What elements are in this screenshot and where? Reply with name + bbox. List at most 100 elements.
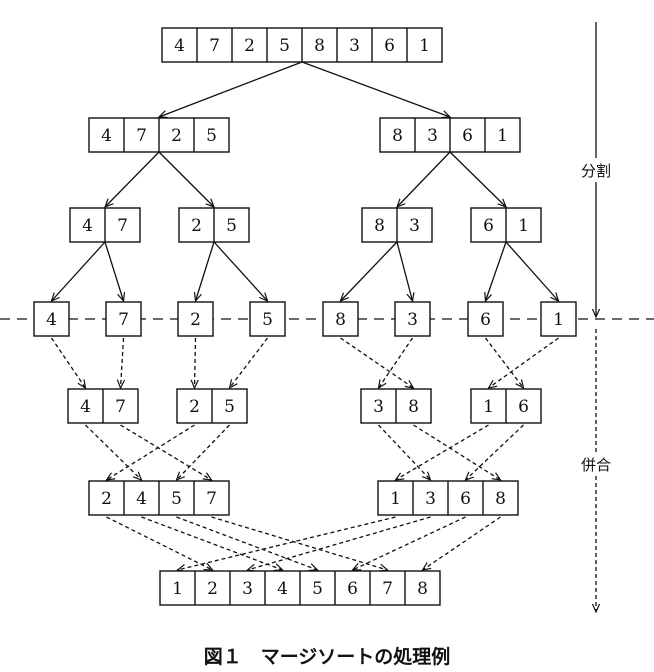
merge-arrow: [141, 516, 283, 570]
merge-arrow: [379, 337, 414, 388]
split-arrow: [159, 61, 303, 117]
array-group: 6: [467, 301, 504, 337]
array-value: 6: [518, 397, 529, 417]
merge-arrow: [489, 337, 559, 388]
array-value: 2: [171, 126, 182, 146]
array-value: 7: [117, 216, 128, 236]
merge-arrow: [177, 424, 230, 480]
split-arrow: [396, 241, 413, 301]
split-arrow: [486, 241, 507, 301]
array-value: 7: [115, 397, 126, 417]
array-value: 6: [460, 489, 471, 509]
array-value: 3: [349, 36, 360, 56]
merge-arrow: [423, 516, 501, 570]
figure-caption: 図１ マージソートの処理例: [204, 645, 451, 668]
array-value: 4: [80, 397, 91, 417]
split-arrow: [301, 61, 450, 117]
array-value: 8: [408, 397, 419, 417]
array-group: 7: [105, 301, 142, 337]
array-value: 5: [226, 216, 237, 236]
split-arrow: [52, 241, 106, 301]
array-value: 5: [171, 489, 182, 509]
merge-arrow: [353, 516, 466, 570]
merge-arrow: [248, 516, 431, 570]
array-value: 4: [82, 216, 93, 236]
array-value: 2: [101, 489, 112, 509]
array-value: 4: [136, 489, 147, 509]
array-value: 6: [483, 216, 494, 236]
array-value: 8: [417, 579, 428, 599]
array-group: 3: [394, 301, 431, 337]
merge-arrow: [120, 424, 212, 480]
array-value: 1: [419, 36, 430, 56]
array-value: 8: [392, 126, 403, 146]
array-value: 7: [209, 36, 220, 56]
array-value: 2: [191, 216, 202, 236]
array-value: 3: [409, 216, 420, 236]
array-group: 4 7 2 5: [88, 117, 230, 153]
array-value: 8: [335, 310, 346, 330]
array-box: [249, 301, 286, 337]
array-value: 7: [382, 579, 393, 599]
array-value: 8: [314, 36, 325, 56]
array-value: 6: [384, 36, 395, 56]
array-value: 3: [407, 310, 418, 330]
merge-label-bg: [574, 452, 618, 476]
array-value: 4: [174, 36, 185, 56]
array-value: 5: [279, 36, 290, 56]
split-arrow: [397, 151, 451, 207]
array-value: 7: [118, 310, 129, 330]
array-value: 2: [189, 397, 200, 417]
array-group: 1: [540, 301, 577, 337]
array-box: [394, 301, 431, 337]
split-arrow: [104, 241, 124, 301]
array-value: 5: [312, 579, 323, 599]
merge-arrow: [466, 424, 524, 480]
array-value: 7: [136, 126, 147, 146]
merge-phase-label: 併合: [581, 456, 611, 474]
split-arrow: [505, 241, 559, 301]
merge-arrow: [121, 337, 124, 388]
array-value: 4: [277, 579, 288, 599]
array-value: 3: [242, 579, 253, 599]
split-arrow: [158, 151, 214, 207]
array-value: 5: [224, 397, 235, 417]
array-value: 3: [427, 126, 438, 146]
array-group: 4: [33, 301, 70, 337]
array-value: 1: [497, 126, 508, 146]
array-value: 1: [172, 579, 183, 599]
merge-arrow: [195, 337, 196, 388]
merge-arrow: [107, 424, 195, 480]
array-group: 4 7 2 5 8 3 6 1: [161, 27, 443, 63]
array-value: 5: [206, 126, 217, 146]
array-value: 8: [374, 216, 385, 236]
array-value: 4: [101, 126, 112, 146]
array-value: 2: [244, 36, 255, 56]
split-label-bg: [574, 158, 618, 182]
array-value: 3: [425, 489, 436, 509]
array-value: 1: [553, 310, 564, 330]
array-value: 2: [207, 579, 218, 599]
split-phase-label: 分割: [581, 162, 611, 180]
array-value: 8: [495, 489, 506, 509]
array-value: 7: [206, 489, 217, 509]
array-box: [105, 301, 142, 337]
merge-arrow: [85, 424, 142, 480]
array-group: 8: [322, 301, 359, 337]
merge-arrow: [50, 337, 86, 388]
array-box: [177, 301, 214, 337]
array-value: 1: [390, 489, 401, 509]
merge-arrow: [211, 516, 388, 570]
array-value: 2: [190, 310, 201, 330]
split-arrow: [213, 241, 268, 301]
merge-arrow: [178, 516, 396, 570]
array-group: 2: [177, 301, 214, 337]
